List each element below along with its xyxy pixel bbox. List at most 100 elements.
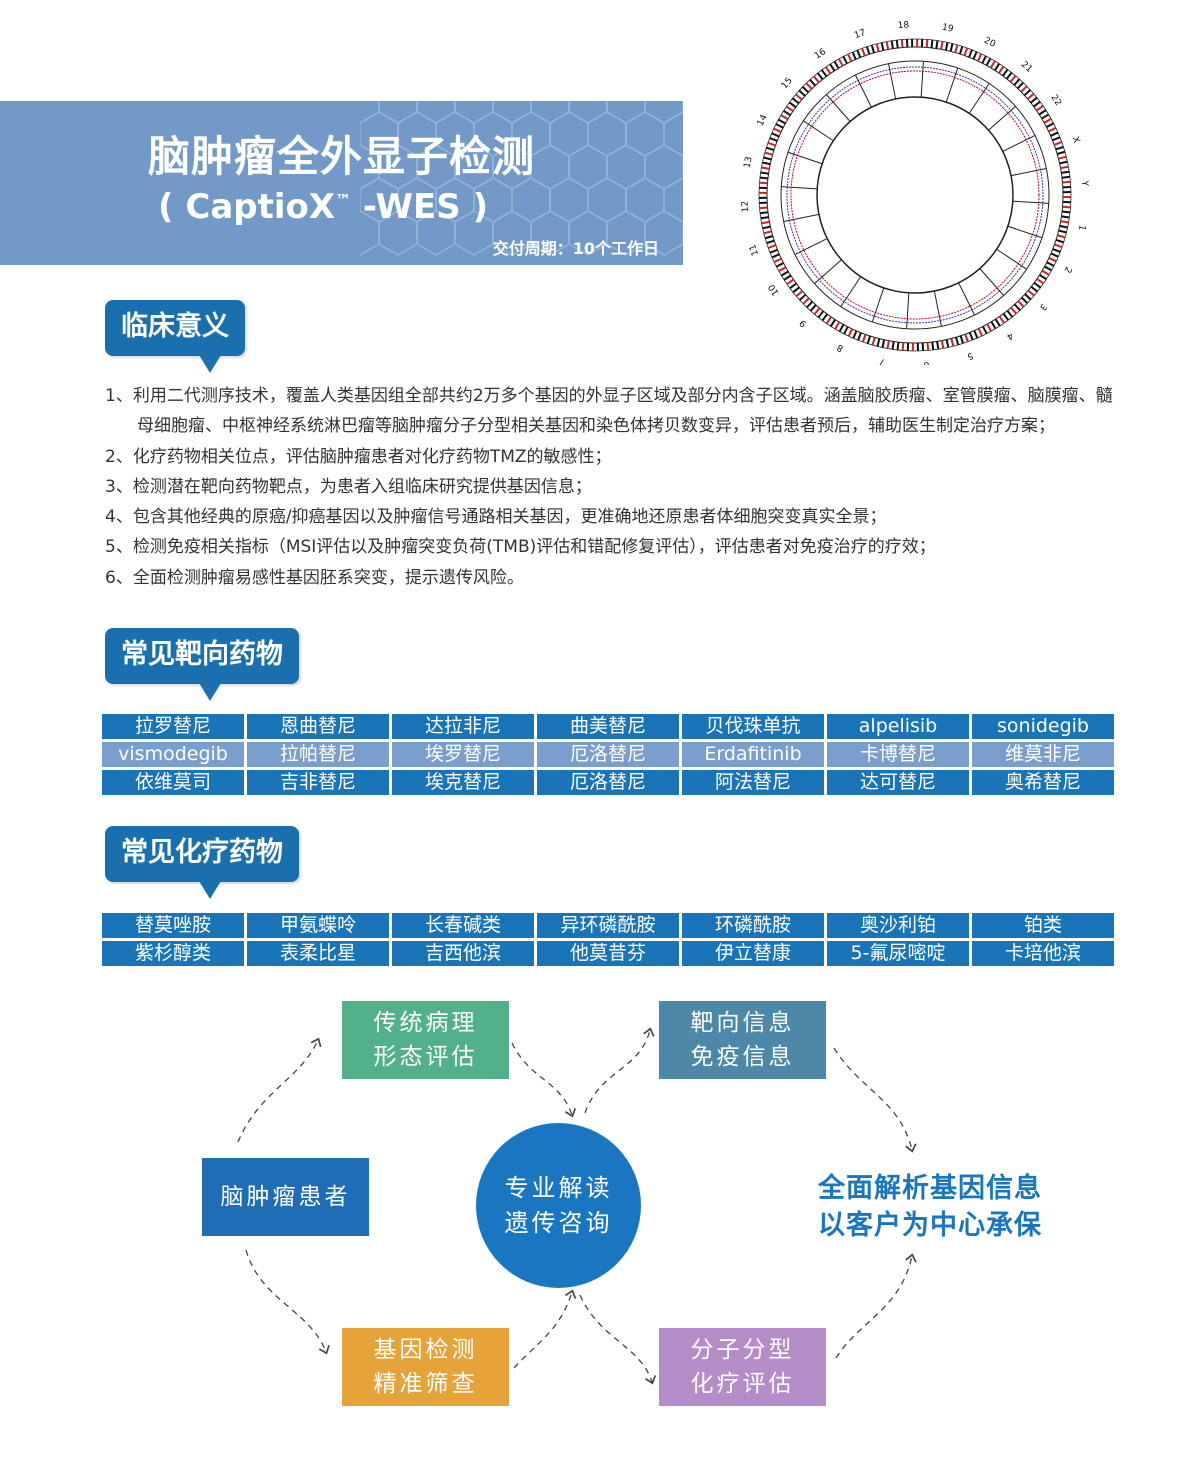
chromosome-band <box>1062 205 1071 209</box>
chromosome-label: 12 <box>741 200 752 212</box>
chromosome-band <box>1062 180 1071 184</box>
chromosome-band <box>1038 109 1047 116</box>
chromosome-band <box>1052 248 1061 253</box>
chromosome-band <box>901 342 905 351</box>
chromosome-band <box>762 161 771 166</box>
chromosome-band <box>1058 229 1067 234</box>
slogan: 全面解析基因信息以客户为中心承保 <box>818 1173 1042 1241</box>
chromosome-band <box>1061 170 1070 174</box>
chromosome-band <box>775 123 784 129</box>
table-row: 依维莫司吉非替尼埃克替尼厄洛替尼阿法替尼达可替尼奥希替尼 <box>102 770 1114 795</box>
chromosome-band <box>866 335 872 344</box>
chromosome-band <box>829 319 836 327</box>
chromosome-band <box>959 335 965 344</box>
chromosome-band <box>963 47 969 56</box>
chromosome-label: 14 <box>756 113 770 128</box>
chromosome-band <box>766 146 775 152</box>
chromosome-band <box>759 176 769 180</box>
chromosome-label: 3 <box>1037 301 1048 312</box>
chromosome-divider <box>787 151 823 165</box>
chromosome-band <box>982 326 988 335</box>
chromosome-band <box>799 293 807 301</box>
chromosome-divider <box>958 282 976 316</box>
chromosome-divider <box>781 186 818 190</box>
drug-cell: 5-氟尿嘧啶 <box>827 941 969 966</box>
chromosome-band <box>771 132 780 138</box>
chromosome-label: 11 <box>748 243 761 257</box>
chromosome-label: 6 <box>923 359 930 365</box>
arrow <box>513 1289 577 1369</box>
chromosome-divider <box>1002 134 1036 152</box>
chromosome-band <box>1048 257 1057 263</box>
page-title: 脑肿瘤全外显子检测 <box>148 132 536 181</box>
chromosome-band <box>763 230 772 235</box>
chromosome-band <box>767 141 776 147</box>
chromosome-divider <box>826 94 851 122</box>
chromosome-band <box>935 40 939 49</box>
chromosome-band <box>769 137 778 142</box>
chromosome-band <box>880 42 885 51</box>
chromosome-band <box>764 235 774 240</box>
chromosome-band <box>1013 303 1021 311</box>
header-banner: 脑肿瘤全外显子检测 ( CaptioX™ -WES ) 交付周期：10个工作日 <box>0 101 683 265</box>
chromosome-band <box>1027 289 1035 297</box>
page-subtitle: ( CaptioX™ -WES ) <box>158 187 489 227</box>
chromosome-band <box>775 262 784 268</box>
chromosome-band <box>813 307 821 315</box>
chromosome-band <box>761 220 770 225</box>
chromosome-band <box>1060 165 1069 170</box>
chromosome-band <box>838 324 845 333</box>
chromosome-band <box>851 51 857 60</box>
chromosome-band <box>1061 210 1071 214</box>
chromosome-band <box>780 270 789 277</box>
pathology-box: 传统病理形态评估 <box>342 1001 509 1079</box>
chromosome-band <box>1002 313 1010 321</box>
chromosome-band <box>1010 306 1017 315</box>
chromosome-band <box>945 339 950 348</box>
chromosome-band <box>780 114 789 121</box>
chromosome-band <box>1050 131 1059 137</box>
chromosome-label: 18 <box>897 20 909 31</box>
clinical-list: 1、利用二代测序技术，覆盖人类基因组全部共约2万多个基因的外显子区域及部分内含子… <box>105 381 1115 593</box>
chromosome-label: 2 <box>1061 265 1073 275</box>
chromosome-band <box>1009 75 1017 83</box>
chromosome-band <box>940 41 944 50</box>
arrow <box>511 1042 577 1118</box>
chromosome-band <box>1005 71 1013 80</box>
chromosome-band <box>895 39 899 49</box>
clinical-heading: 临床意义 <box>105 300 245 373</box>
chromosome-band <box>900 39 904 48</box>
chromosome-band <box>861 334 867 343</box>
drug-cell: 厄洛替尼 <box>537 770 679 795</box>
chromosome-label: 8 <box>835 341 845 353</box>
drug-cell: 奥希替尼 <box>972 770 1114 795</box>
chromosome-band <box>786 278 795 285</box>
chromosome-band <box>809 79 817 87</box>
chromosome-band <box>847 53 853 62</box>
chromosome-band <box>1023 89 1031 97</box>
drug-cell: vismodegib <box>102 742 244 767</box>
chromosome-band <box>1061 175 1071 179</box>
chromosome-band <box>805 82 813 90</box>
chromosome-band <box>1053 141 1063 146</box>
chromosome-band <box>816 72 824 80</box>
center-circle: 专业解读遗传咨询 <box>476 1123 641 1288</box>
chromosome-band <box>857 332 862 341</box>
arrow <box>833 1047 917 1153</box>
chromosome-band <box>843 326 849 335</box>
chromosome-divider <box>906 292 910 329</box>
chromosome-band <box>865 46 871 55</box>
chromosome-band <box>1006 310 1014 318</box>
chromosome-band <box>1016 81 1024 90</box>
drug-cell: 达拉非尼 <box>392 714 534 739</box>
chromosome-band <box>1058 155 1067 160</box>
chromosome-band <box>766 239 775 245</box>
chromosome-divider <box>854 74 872 108</box>
genetic-test-box: 基因检测精准筛查 <box>342 1328 509 1406</box>
chromosome-band <box>791 97 800 105</box>
chromosome-band <box>1026 93 1035 100</box>
